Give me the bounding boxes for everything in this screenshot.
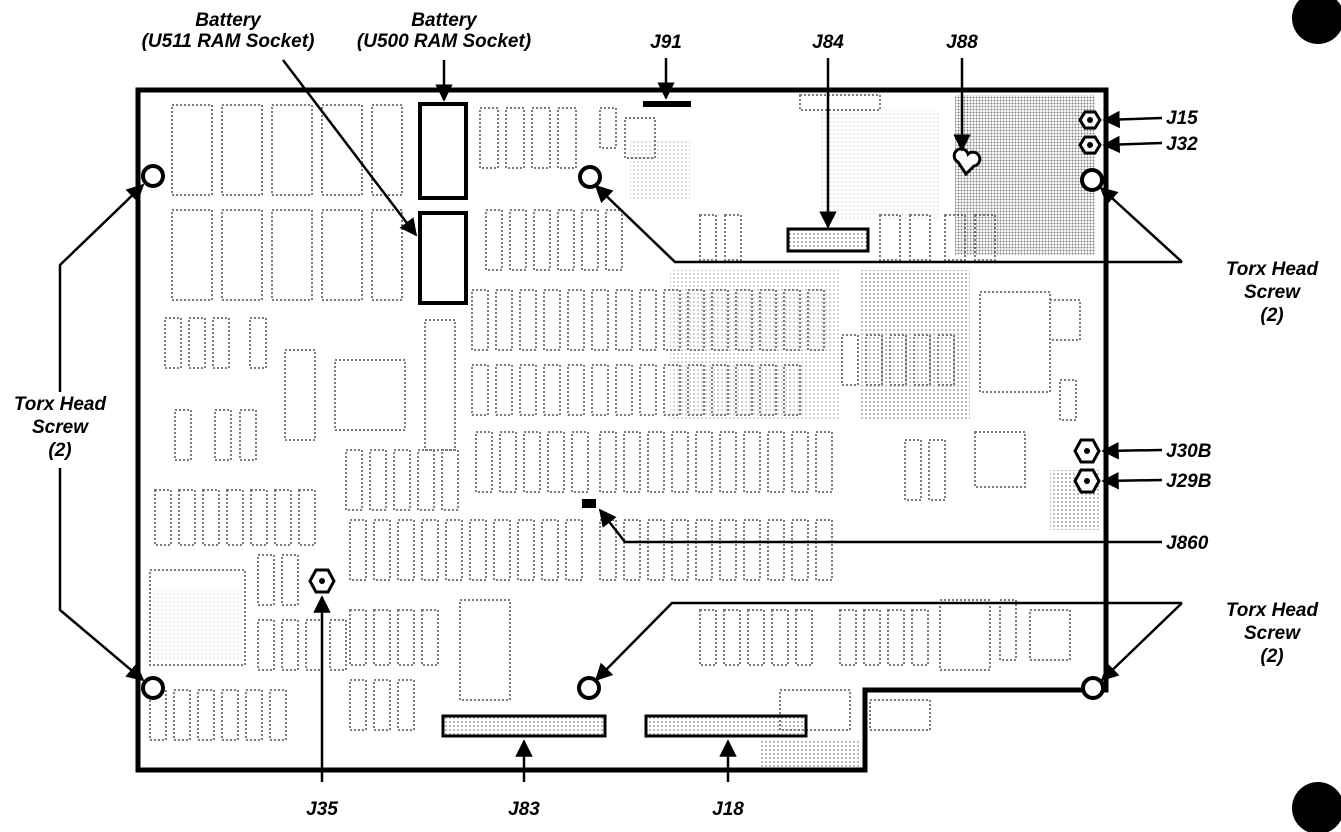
dense-component-areas (150, 95, 1100, 768)
connector-j88 (952, 147, 982, 177)
label-j32: J32 (1166, 134, 1198, 155)
label-torx-left-line2: Screw (32, 417, 89, 438)
label-j83: J83 (508, 799, 540, 820)
torx-screw-right-top (1080, 168, 1104, 192)
connector-j18 (644, 714, 808, 738)
torx-screw-left-top (141, 164, 165, 188)
torx-screw-mid-bottom (577, 676, 601, 700)
torx-screw-right-bottom (1081, 676, 1105, 700)
label-torx-right-top-line3: (2) (1260, 305, 1283, 326)
label-j29b: J29B (1166, 471, 1212, 492)
battery-u500 (418, 102, 468, 200)
battery-u511 (418, 211, 468, 305)
torx-screw-left-bottom (141, 676, 165, 700)
label-j91: J91 (650, 32, 682, 53)
label-j30b: J30B (1166, 441, 1212, 462)
label-j860: J860 (1166, 533, 1209, 554)
label-torx-right-top-line1: Torx Head (1226, 259, 1319, 280)
label-torx-right-bottom-line2: Screw (1244, 623, 1301, 644)
label-battery-u500-line2: (U500 RAM Socket) (357, 31, 531, 52)
label-torx-left-line1: Torx Head (14, 394, 107, 415)
torx-screw-mid-top (578, 165, 602, 189)
connector-j83 (441, 714, 607, 738)
registration-mark-bottom (1292, 782, 1341, 832)
board-outline (135, 87, 1109, 773)
label-j84: J84 (812, 32, 844, 53)
label-torx-right-bottom-line3: (2) (1260, 646, 1283, 667)
label-torx-left-line3: (2) (48, 440, 71, 461)
label-torx-right-top-line2: Screw (1244, 282, 1301, 303)
leader-lines (58, 58, 1183, 782)
label-battery-u511-line1: Battery (195, 10, 262, 31)
torx-screws (141, 164, 1105, 700)
connector-j91 (643, 101, 691, 107)
callout-labels: Battery (U511 RAM Socket) Battery (U500 … (14, 10, 1319, 820)
connector-j860 (582, 499, 596, 508)
label-j15: J15 (1166, 108, 1198, 129)
connector-j84 (786, 227, 870, 253)
label-battery-u500-line1: Battery (411, 10, 478, 31)
label-j88: J88 (946, 32, 978, 53)
label-torx-right-bottom-line1: Torx Head (1226, 600, 1319, 621)
registration-mark-top (1292, 0, 1341, 44)
label-battery-u511-line2: (U511 RAM Socket) (142, 31, 315, 52)
label-j35: J35 (306, 799, 338, 820)
label-j18: J18 (712, 799, 744, 820)
